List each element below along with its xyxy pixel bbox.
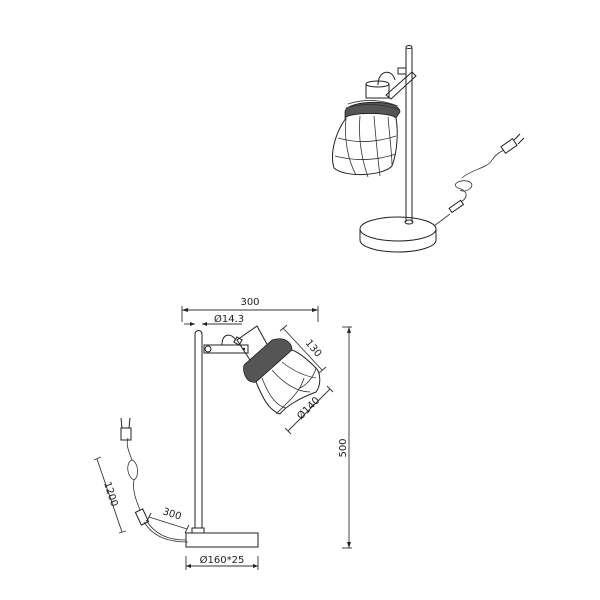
front-shade <box>236 325 321 415</box>
dim-cable-length-label: 1200 <box>101 481 119 509</box>
iso-shade <box>332 80 401 178</box>
dim-overall-height-label: 500 <box>338 438 349 457</box>
dim-base-label: Ø160*25 <box>200 554 245 566</box>
dim-cable-length: 1200 <box>93 456 127 534</box>
dim-shade-diameter: Ø140 <box>284 385 334 435</box>
dim-rod-diameter: Ø14.3 <box>184 313 244 326</box>
iso-cable <box>433 133 525 227</box>
dim-base: Ø160*25 <box>185 554 259 570</box>
dim-rod-diameter-label: Ø14.3 <box>214 313 244 325</box>
dim-shade-diameter-label: Ø140 <box>295 395 323 423</box>
dim-overall-width-label: 300 <box>240 297 259 308</box>
front-base <box>185 532 259 548</box>
dim-overall-height: 500 <box>338 326 352 549</box>
dim-cable-to-switch-label: 300 <box>161 506 183 522</box>
iso-base <box>359 216 437 253</box>
dim-overall-width: 300 <box>181 297 319 322</box>
isometric-view <box>332 45 525 253</box>
front-stem <box>194 330 203 528</box>
front-arm <box>203 334 249 354</box>
front-elevation: 300 Ø14.3 130 Ø140 500 <box>93 297 352 570</box>
iso-arm <box>377 67 417 100</box>
front-cable <box>120 417 189 543</box>
dim-shade-depth-label: 130 <box>303 338 324 360</box>
